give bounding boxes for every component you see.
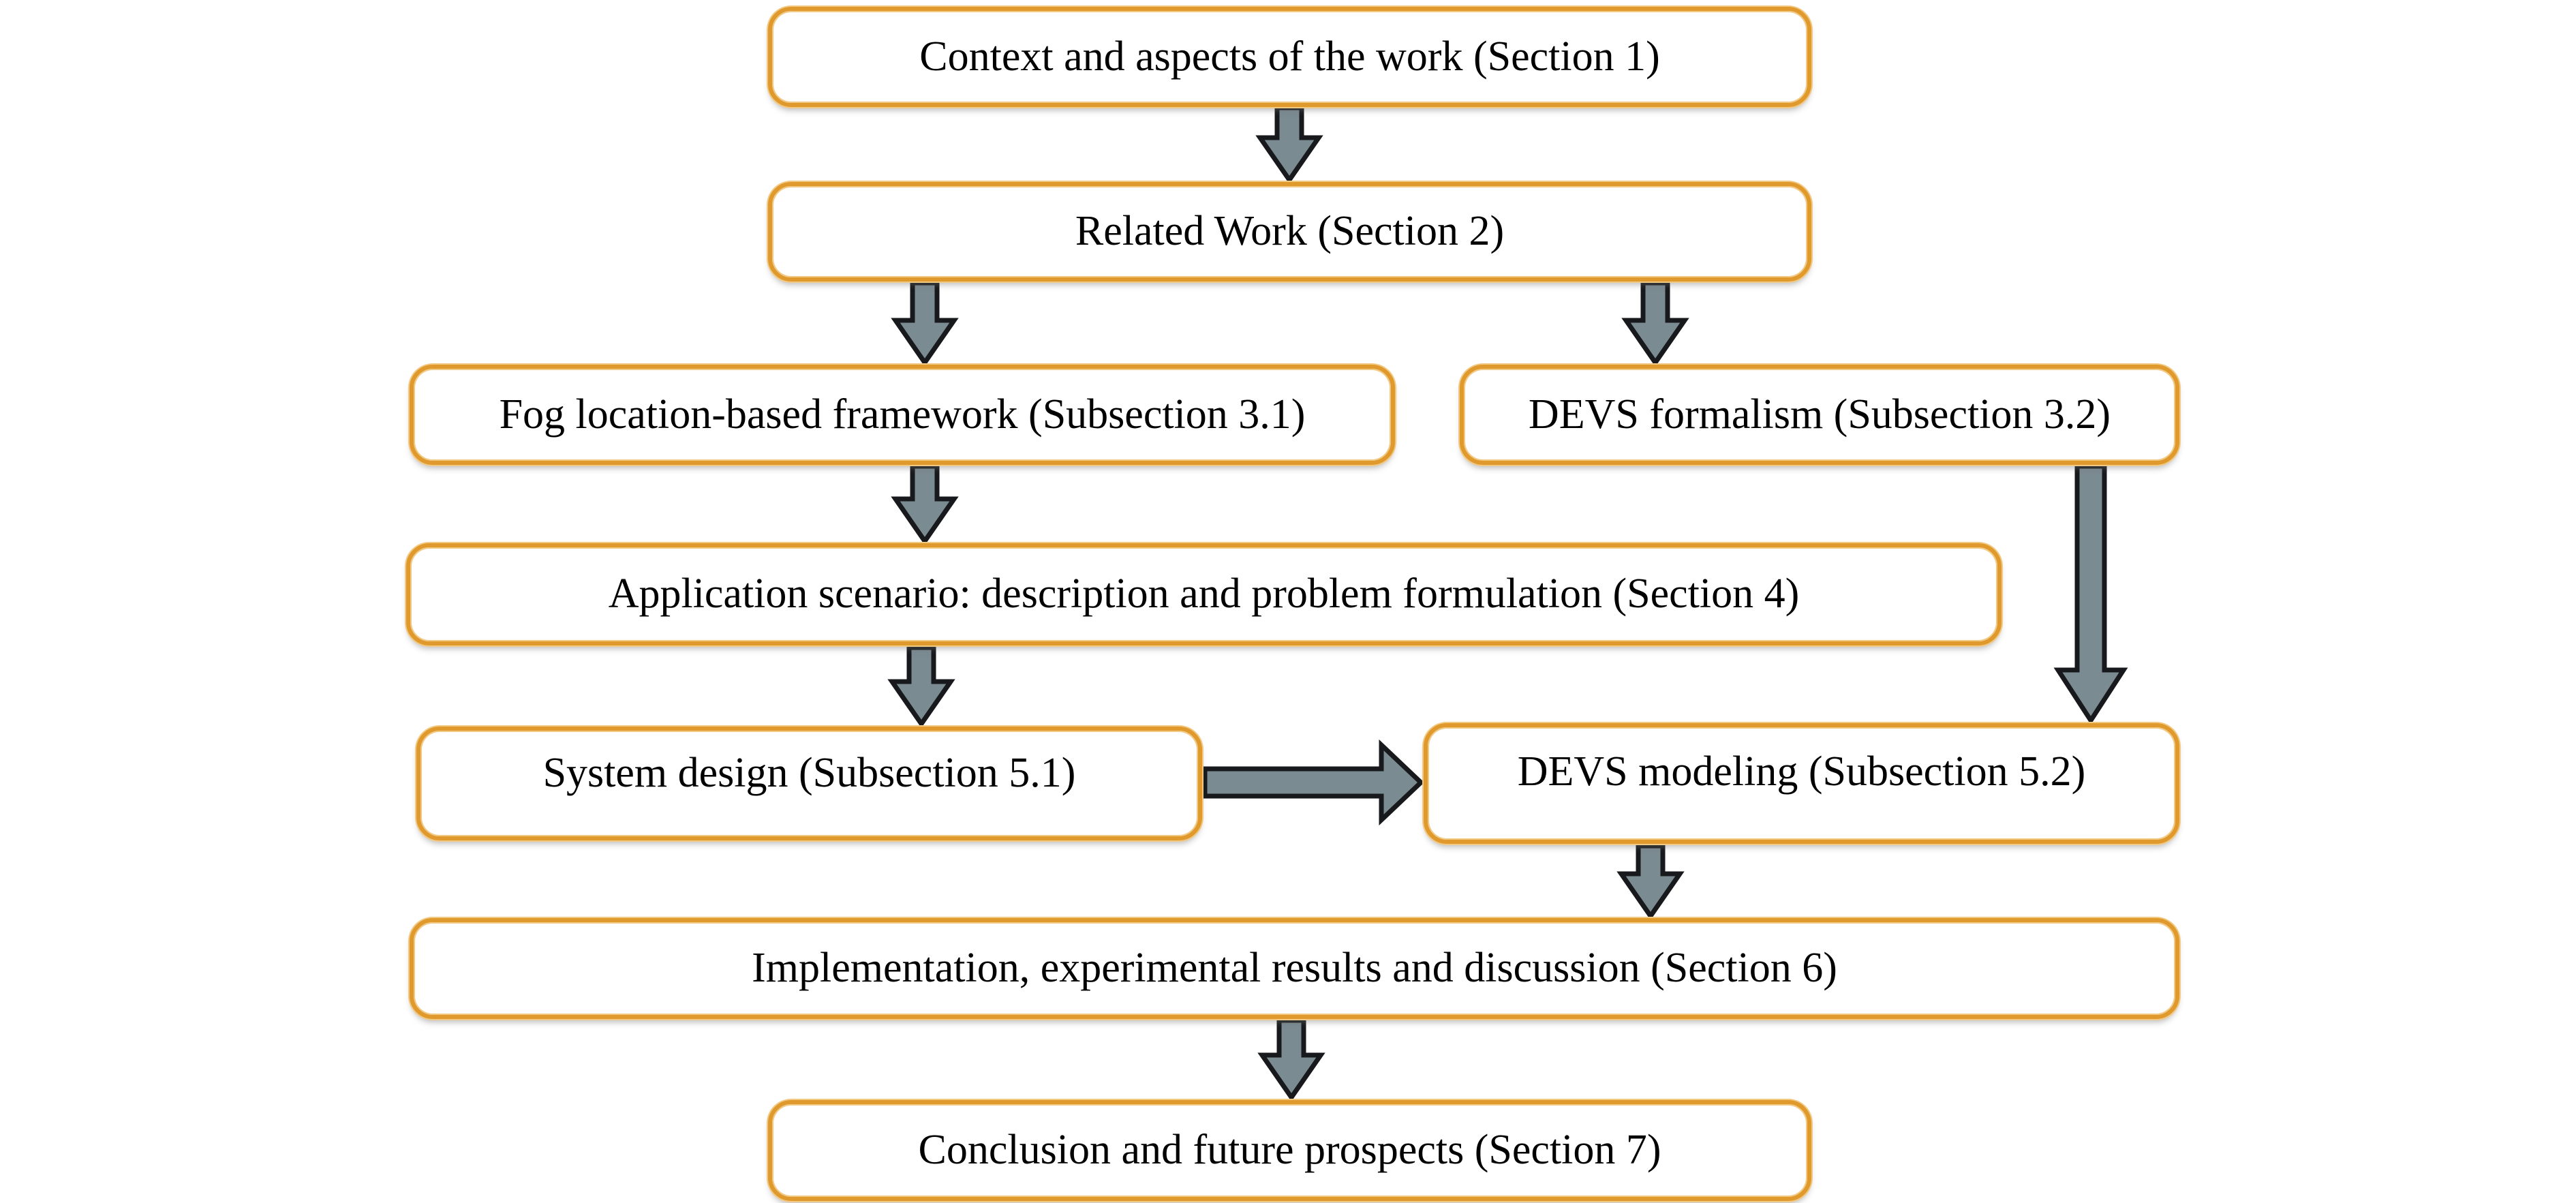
flow-box-label: Conclusion and future prospects (Section…	[918, 1127, 1661, 1174]
arrow-subsection51-to-subsection52	[1202, 739, 1425, 826]
flow-box-label: Implementation, experimental results and…	[752, 945, 1837, 992]
flow-box-section-6: Implementation, experimental results and…	[410, 918, 2179, 1019]
flow-box-subsection-5-1: System design (Subsection 5.1)	[416, 727, 1202, 840]
arrow-section2-to-subsection32	[1621, 280, 1689, 367]
arrow-section1-to-section2	[1255, 105, 1323, 185]
flow-box-label: System design (Subsection 5.1)	[542, 749, 1076, 796]
arrow-section4-to-subsection51	[887, 645, 955, 729]
flow-box-label: Application scenario: description and pr…	[608, 570, 1800, 618]
arrow-section2-to-subsection31	[891, 280, 959, 367]
arrow-subsection31-to-section4	[891, 463, 959, 546]
arrow-subsection32-to-subsection52	[2053, 463, 2128, 725]
flow-box-section-1: Context and aspects of the work (Section…	[768, 7, 1811, 107]
arrow-section6-to-section7	[1257, 1018, 1325, 1102]
flow-box-subsection-5-2: DEVS modeling (Subsection 5.2)	[1424, 723, 2179, 844]
flow-box-section-7: Conclusion and future prospects (Section…	[768, 1100, 1811, 1201]
flow-box-section-4: Application scenario: description and pr…	[406, 543, 2002, 645]
flow-box-section-2: Related Work (Section 2)	[768, 182, 1811, 281]
arrow-subsection52-to-section6	[1616, 843, 1685, 921]
flow-box-label: DEVS formalism (Subsection 3.2)	[1528, 391, 2111, 438]
flow-box-label: DEVS modeling (Subsection 5.2)	[1517, 748, 2086, 795]
flow-box-subsection-3-2: DEVS formalism (Subsection 3.2)	[1460, 365, 2179, 465]
flow-box-label: Fog location-based framework (Subsection…	[499, 391, 1306, 438]
flow-box-subsection-3-1: Fog location-based framework (Subsection…	[410, 365, 1395, 465]
flow-box-label: Context and aspects of the work (Section…	[919, 33, 1660, 80]
flow-box-label: Related Work (Section 2)	[1075, 208, 1505, 255]
